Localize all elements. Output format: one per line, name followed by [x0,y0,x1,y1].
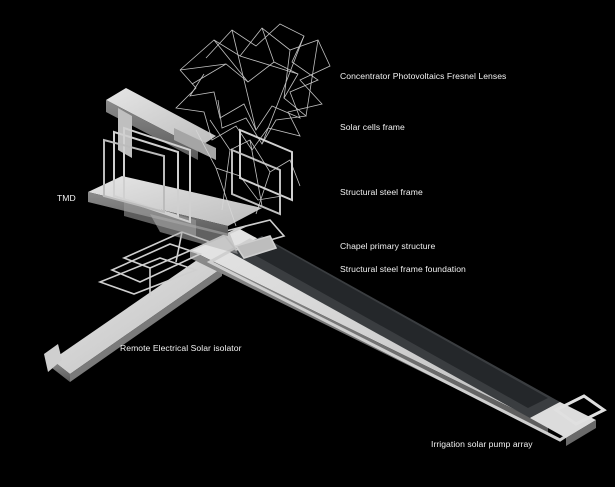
isolator-walkway [44,258,222,382]
label-structural-steel-frame: Structural steel frame [340,187,423,197]
solar-cells-frame [103,88,293,224]
label-remote-electrical-solar-isolator: Remote Electrical Solar isolator [120,343,242,353]
label-tmd: TMD [57,193,76,203]
label-chapel-primary-structure: Chapel primary structure [340,241,436,251]
foundation-ramp [190,228,607,446]
label-solar-cells-frame: Solar cells frame [340,122,405,132]
label-concentrator-photovoltaics: Concentrator Photovoltaics Fresnel Lense… [340,71,507,81]
label-irrigation-solar-pump-array: Irrigation solar pump array [431,439,533,449]
label-steel-frame-foundation: Structural steel frame foundation [340,264,466,274]
fresnel-lens-cloud [175,23,331,227]
structural-steel-frame [88,176,262,254]
